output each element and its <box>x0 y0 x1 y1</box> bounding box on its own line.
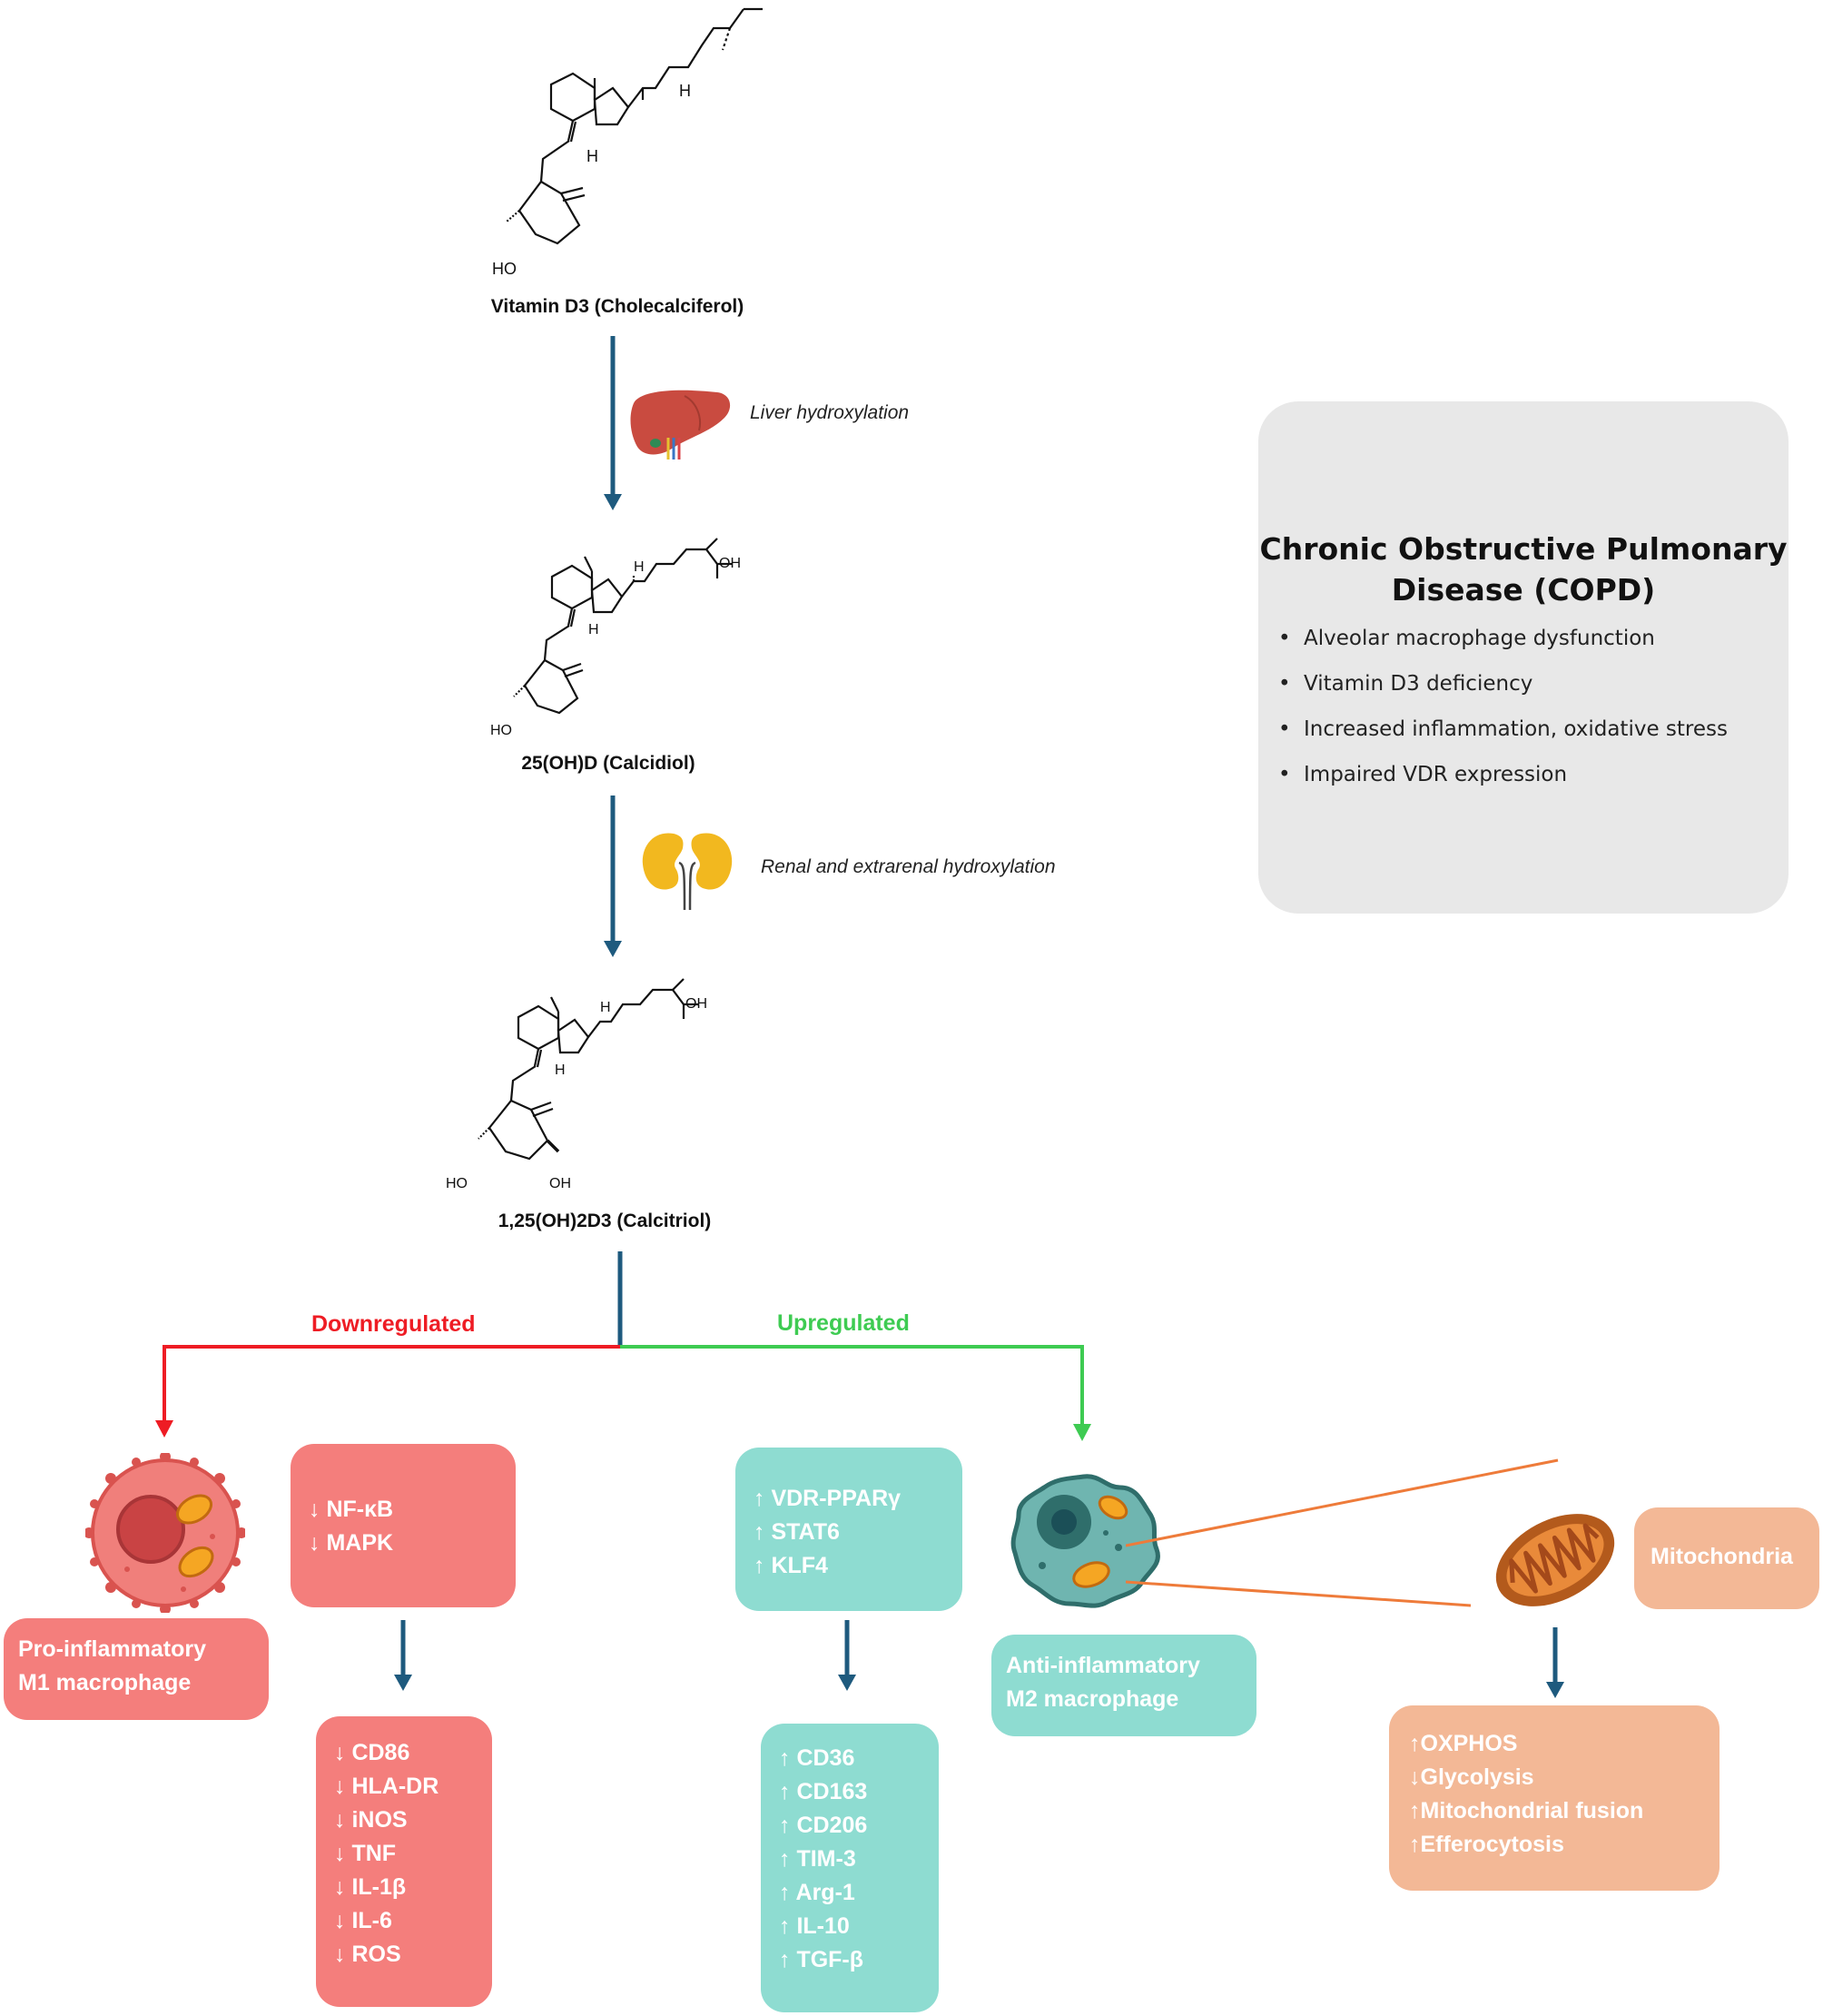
mito-effect: ↓Glycolysis <box>1409 1764 1534 1790</box>
m2-marker: ↑ Arg-1 <box>779 1880 855 1905</box>
m1-label-line1: Pro-inflammatory <box>18 1636 206 1662</box>
vitamin-d3-ho: HO <box>492 260 517 278</box>
m1-marker: ↓ IL-1β <box>334 1874 407 1900</box>
copd-bullet: •Alveolar macrophage dysfunction <box>1278 627 1655 650</box>
mito-effect: ↑Mitochondrial fusion <box>1409 1798 1644 1823</box>
arrow-m1-markers <box>394 1620 412 1691</box>
calcitriol-oh-ring: OH <box>549 1176 571 1191</box>
m2-macrophage-icon <box>1010 1474 1160 1608</box>
calcidiol-h-lower: H <box>588 622 599 637</box>
copd-bullet-list: •Alveolar macrophage dysfunction •Vitami… <box>1278 616 1728 797</box>
m2-marker: ↑ CD163 <box>779 1779 868 1804</box>
arrow-to-calcidiol <box>604 336 622 510</box>
m2-marker: ↑ TGF-β <box>779 1947 864 1972</box>
calcidiol-h-upper: H <box>634 559 645 575</box>
mito-effect: ↑Efferocytosis <box>1409 1832 1564 1857</box>
m2-marker-box: ↑ CD36 ↑ CD163 ↑ CD206 ↑ TIM-3 ↑ Arg-1 ↑… <box>761 1724 939 2012</box>
calcitriol-ho: HO <box>446 1176 468 1191</box>
m2-label-line1: Anti-inflammatory <box>1006 1653 1200 1678</box>
m2-pathway: ↑ STAT6 <box>754 1519 840 1545</box>
m2-marker: ↑ IL-10 <box>779 1913 850 1939</box>
mitochondria-label: Mitochondria <box>1651 1544 1793 1569</box>
vitamin-d3-structure: H H HO <box>492 7 763 278</box>
m2-marker: ↑ TIM-3 <box>779 1846 856 1872</box>
m1-marker: ↓ TNF <box>334 1841 397 1866</box>
kidney-icon <box>642 833 733 911</box>
m2-label-line2: M2 macrophage <box>1006 1686 1179 1712</box>
m2-pathway: ↑ KLF4 <box>754 1553 828 1578</box>
m1-pathway-box: ↓ NF-κB ↓ MAPK <box>291 1444 516 1607</box>
m2-marker: ↑ CD206 <box>779 1813 868 1838</box>
vitamin-d3-h-upper: H <box>679 82 691 100</box>
calcidiol-oh-chain: OH <box>719 556 741 571</box>
m1-pathway: ↓ MAPK <box>309 1530 394 1556</box>
m1-pathway: ↓ NF-κB <box>309 1497 394 1522</box>
m1-marker: ↓ ROS <box>334 1942 401 1967</box>
downregulated-label: Downregulated <box>311 1311 476 1337</box>
m2-pathway: ↑ VDR-PPARγ <box>754 1486 902 1511</box>
liver-hydroxylation-label: Liver hydroxylation <box>750 402 910 423</box>
calcitriol-h-upper: H <box>600 1000 611 1015</box>
calcitriol-oh-chain: OH <box>685 996 707 1012</box>
m2-label-box: Anti-inflammatory M2 macrophage <box>991 1635 1256 1736</box>
mitochondrion-icon <box>1495 1514 1615 1606</box>
mito-effect: ↑OXPHOS <box>1409 1731 1518 1756</box>
mitochondria-label-box: Mitochondria <box>1634 1507 1819 1609</box>
vitamin-d3-label: Vitamin D3 (Cholecalciferol) <box>490 296 744 317</box>
m2-marker: ↑ CD36 <box>779 1745 855 1771</box>
m1-marker-box: ↓ CD86 ↓ HLA-DR ↓ iNOS ↓ TNF ↓ IL-1β ↓ I… <box>316 1716 492 2007</box>
copd-box: Chronic Obstructive Pulmonary Disease (C… <box>1258 401 1789 914</box>
copd-bullet: •Increased inflammation, oxidative stres… <box>1278 717 1728 741</box>
copd-bullet: •Vitamin D3 deficiency <box>1278 672 1533 696</box>
m1-macrophage-icon <box>85 1453 245 1613</box>
arrow-m2-markers <box>838 1620 856 1691</box>
m2-pathway-box: ↑ VDR-PPARγ ↑ STAT6 ↑ KLF4 <box>735 1448 962 1611</box>
upregulated-label: Upregulated <box>777 1310 910 1336</box>
arrow-to-calcitriol <box>604 796 622 957</box>
renal-hydroxylation-label: Renal and extrarenal hydroxylation <box>761 856 1056 877</box>
branch-connectors <box>155 1251 1091 1441</box>
vitamin-d3-h-lower: H <box>586 147 598 165</box>
liver-icon <box>630 390 731 460</box>
calcitriol-structure: H H HO OH OH <box>446 978 707 1191</box>
m1-marker: ↓ IL-6 <box>334 1908 392 1933</box>
calcidiol-ho: HO <box>490 723 512 738</box>
copd-title-line2: Disease (COPD) <box>1391 572 1656 608</box>
calcitriol-label: 1,25(OH)2D3 (Calcitriol) <box>498 1211 712 1231</box>
calcidiol-label: 25(OH)D (Calcidiol) <box>521 753 695 774</box>
m1-label-box: Pro-inflammatory M1 macrophage <box>4 1618 269 1720</box>
m1-label-line2: M1 macrophage <box>18 1670 192 1695</box>
copd-bullet: •Impaired VDR expression <box>1278 763 1568 786</box>
mitochondria-effects-box: ↑OXPHOS ↓Glycolysis ↑Mitochondrial fusio… <box>1389 1705 1720 1891</box>
calcidiol-structure: H H HO OH <box>490 538 741 738</box>
copd-title-line1: Chronic Obstructive Pulmonary <box>1259 531 1788 567</box>
m1-marker: ↓ iNOS <box>334 1807 408 1833</box>
calcitriol-h-lower: H <box>555 1062 566 1078</box>
mitochondria-zoom-lines <box>1126 1458 1559 1607</box>
arrow-mito-effects <box>1546 1627 1564 1698</box>
m1-marker: ↓ CD86 <box>334 1740 410 1765</box>
m1-marker: ↓ HLA-DR <box>334 1774 439 1799</box>
copd-title: Chronic Obstructive Pulmonary Disease (C… <box>1258 529 1789 610</box>
